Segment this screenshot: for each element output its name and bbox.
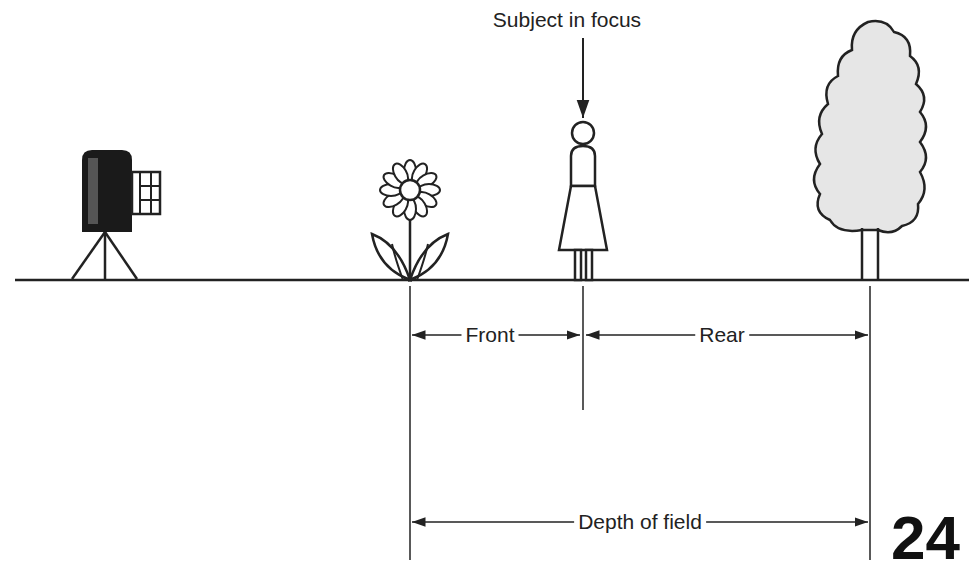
tree: [814, 21, 926, 280]
camera-on-tripod: [72, 150, 160, 279]
page-number: 24: [887, 502, 964, 573]
extension-line: [869, 286, 871, 560]
dimension-label: Depth of field: [574, 510, 706, 534]
dimension-label: Rear: [695, 323, 749, 347]
flower: [372, 160, 448, 280]
person-subject: [559, 122, 607, 280]
pointer-arrow: [582, 38, 584, 118]
ground-line: [15, 279, 969, 282]
extension-line: [582, 286, 584, 410]
callout-label: Subject in focus: [489, 8, 645, 32]
dimension-label: Front: [461, 323, 518, 347]
extension-line: [409, 286, 411, 560]
